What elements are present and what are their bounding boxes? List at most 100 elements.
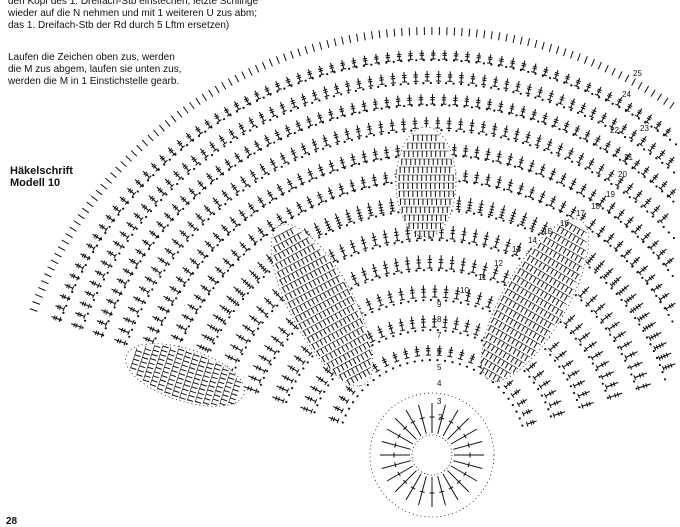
chain-dot — [423, 269, 425, 271]
stitch-symbol — [160, 155, 168, 163]
chain-dot — [630, 311, 632, 313]
chain-dot — [459, 363, 461, 365]
round-number-label: 2 — [438, 413, 443, 422]
chain-dot — [445, 82, 447, 84]
edge-tick — [618, 71, 622, 78]
stitch-symbol — [528, 160, 535, 171]
chain-dot — [631, 114, 633, 116]
edge-tick — [202, 94, 206, 101]
chain-dot — [368, 217, 370, 219]
chain-dot — [277, 351, 279, 353]
stitch-symbol — [258, 196, 266, 207]
chain-dot — [322, 148, 324, 150]
stitch-symbol — [566, 148, 573, 159]
stitch-symbol — [176, 277, 186, 285]
chain-dot — [536, 146, 538, 148]
stitch-symbol — [259, 112, 266, 122]
chain-dot — [127, 280, 129, 282]
stitch-symbol — [361, 236, 368, 249]
chain-dot — [503, 392, 505, 394]
chain-dot — [242, 298, 244, 300]
chain-dot — [364, 314, 366, 316]
chain-dot — [285, 221, 287, 223]
stitch-symbol — [460, 258, 466, 271]
chain-dot — [436, 359, 438, 361]
stitch-symbol — [465, 52, 470, 61]
chain-dot — [147, 179, 149, 181]
stitch-symbol — [201, 285, 211, 294]
chain-dot — [463, 130, 465, 132]
stitch-symbol — [493, 235, 500, 248]
stitch-symbol — [158, 257, 168, 265]
chain-dot — [269, 119, 271, 121]
chain-dot — [440, 129, 442, 131]
chain-dot — [358, 112, 360, 114]
stitch-symbol — [624, 294, 636, 304]
chain-dot — [382, 214, 384, 216]
stitch-symbol — [242, 325, 254, 334]
chain-dot — [381, 108, 383, 110]
stitch-symbol — [120, 232, 130, 240]
chain-dot — [270, 363, 272, 365]
stitch-symbol — [388, 291, 395, 303]
stitch-symbol — [362, 101, 368, 111]
chain-dot — [333, 95, 335, 97]
chain-dot — [468, 273, 470, 275]
chain-dot — [438, 239, 440, 241]
stitch-symbol — [438, 255, 443, 268]
stitch-symbol — [605, 233, 614, 243]
stitch-symbol — [643, 322, 655, 331]
chain-dot — [325, 200, 327, 202]
chain-dot — [167, 224, 169, 226]
chain-dot — [348, 68, 350, 70]
chain-dot — [571, 161, 573, 163]
stitch-symbol — [637, 313, 649, 322]
stitch-symbol — [652, 284, 662, 293]
chain-dot — [607, 397, 609, 399]
chain-dot — [570, 385, 572, 387]
chain-dot — [318, 236, 320, 238]
chain-dot — [444, 330, 446, 332]
stitch-symbol — [172, 239, 182, 248]
chain-dot — [393, 273, 395, 275]
chain-dot — [90, 306, 92, 308]
stitch-symbol — [562, 121, 569, 131]
chain-dot — [497, 281, 499, 283]
chain-dot — [553, 207, 555, 209]
stitch-symbol — [443, 286, 448, 298]
stitch-symbol — [614, 331, 626, 340]
stitch-symbol — [328, 187, 335, 198]
chain-dot — [403, 130, 405, 132]
chain-dot — [307, 361, 309, 363]
stitch-symbol — [474, 146, 480, 157]
chain-dot — [497, 249, 499, 251]
stitch-symbol — [528, 187, 535, 198]
stitch-symbol — [497, 101, 503, 111]
stitch-symbol — [249, 270, 260, 281]
stitch-symbol — [280, 102, 287, 112]
chain-dot — [329, 172, 331, 174]
stitch-symbol — [578, 287, 589, 298]
chain-dot — [87, 313, 89, 315]
chain-dot — [585, 167, 587, 169]
stitch-symbol — [664, 258, 674, 267]
stitch-symbol — [468, 353, 475, 363]
stitch-symbol — [101, 261, 111, 268]
chain-dot — [343, 257, 345, 259]
stitch-symbol — [372, 264, 379, 277]
stitch-symbol — [549, 168, 556, 179]
chain-dot — [318, 99, 320, 101]
chain-dot — [295, 187, 297, 189]
chain-dot — [429, 359, 431, 361]
chain-dot — [302, 367, 304, 369]
chain-dot — [393, 304, 395, 306]
chain-dot — [421, 359, 423, 361]
chain-dot — [629, 196, 631, 198]
chain-dot — [311, 102, 313, 104]
stitch-symbol — [220, 305, 232, 315]
edge-tick — [584, 56, 587, 63]
edge-tick — [87, 202, 93, 207]
chain-dot — [273, 141, 275, 143]
chain-dot — [234, 164, 236, 166]
chain-dot — [169, 159, 171, 161]
